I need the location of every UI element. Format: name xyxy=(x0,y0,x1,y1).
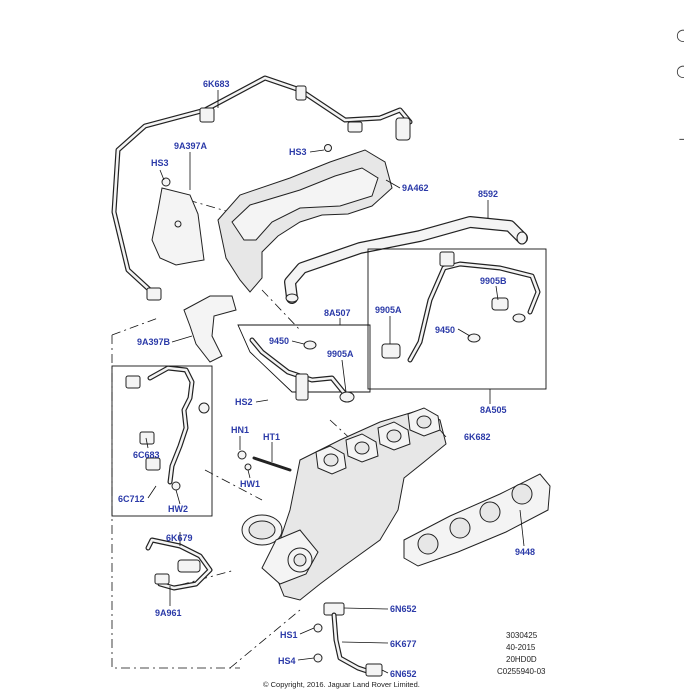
callout-9450-left[interactable]: 9450 xyxy=(269,336,289,346)
turbo-heat-shield-9A462 xyxy=(217,144,393,293)
guide-dashed-b xyxy=(261,289,301,331)
group-outline-dashed xyxy=(111,317,301,669)
turbo-manifold-6K682 xyxy=(241,407,447,601)
coolant-pipe-6K683 xyxy=(111,75,413,301)
callout-9448[interactable]: 9448 xyxy=(515,547,535,557)
callout-6K679[interactable]: 6K679 xyxy=(166,533,193,543)
callout-HN1[interactable]: HN1 xyxy=(231,425,249,435)
oil-pipe-8A507 xyxy=(249,337,355,403)
guide-dashed-c xyxy=(204,469,263,501)
callout-6C712[interactable]: 6C712 xyxy=(118,494,145,504)
right-edge-controls: ○ ○ ⊤ xyxy=(676,25,684,154)
callout-HT1[interactable]: HT1 xyxy=(263,432,280,442)
oil-feed-pipe-6C683 xyxy=(125,365,210,491)
callout-9A397B[interactable]: 9A397B xyxy=(137,337,171,347)
bracket-9A397B xyxy=(183,295,237,363)
callout-HS1[interactable]: HS1 xyxy=(280,630,298,640)
callout-8A507[interactable]: 8A507 xyxy=(324,308,351,318)
washer-HW1 xyxy=(244,463,252,471)
callout-9A961[interactable]: 9A961 xyxy=(155,608,182,618)
callout-HS4[interactable]: HS4 xyxy=(278,656,296,666)
callout-HW1[interactable]: HW1 xyxy=(240,479,260,489)
callout-9905B[interactable]: 9905B xyxy=(480,276,507,286)
callout-9450-right[interactable]: 9450 xyxy=(435,325,455,335)
info-line-3: 20HD0D xyxy=(506,655,537,664)
callout-HS2[interactable]: HS2 xyxy=(235,397,253,407)
box-8A505 xyxy=(367,248,547,390)
oil-pipe-8A505 xyxy=(381,251,541,363)
callout-6K677[interactable]: 6K677 xyxy=(390,639,417,649)
coolant-hose-6K679 xyxy=(145,537,213,591)
cross-icon[interactable]: ⊤ xyxy=(678,135,684,154)
gasket-9448 xyxy=(403,473,551,567)
callout-8592[interactable]: 8592 xyxy=(478,189,498,199)
circle-icon[interactable]: ○ xyxy=(676,61,684,80)
oil-return-pipe-6K677 xyxy=(313,602,383,677)
info-line-4: C0255940-03 xyxy=(497,667,546,676)
callout-9905A-right[interactable]: 9905A xyxy=(375,305,402,315)
callout-HS3-left[interactable]: HS3 xyxy=(151,158,169,168)
stud-HT1 xyxy=(252,456,292,472)
callout-labels: 6K683 9A397A HS3 HS3 9A462 8592 8A507 94… xyxy=(118,79,535,679)
copyright-notice: © Copyright, 2016. Jaguar Land Rover Lim… xyxy=(263,680,420,689)
info-line-2: 40-2015 xyxy=(506,643,536,652)
leader-lines xyxy=(145,90,525,674)
box-8A507 xyxy=(237,324,371,393)
callout-HW2[interactable]: HW2 xyxy=(168,504,188,514)
bolt-HS3-a xyxy=(161,177,171,187)
callout-HS3-top[interactable]: HS3 xyxy=(289,147,307,157)
callout-8A505[interactable]: 8A505 xyxy=(480,405,507,415)
callout-6N652-bottom[interactable]: 6N652 xyxy=(390,669,417,679)
callout-9905A-left[interactable]: 9905A xyxy=(327,349,354,359)
bracket-hole xyxy=(174,220,182,228)
callout-9A397A[interactable]: 9A397A xyxy=(174,141,208,151)
info-block: 3030425 40-2015 20HD0D C0255940-03 xyxy=(497,631,546,676)
circle-icon[interactable]: ○ xyxy=(676,25,684,44)
callout-6K683[interactable]: 6K683 xyxy=(203,79,230,89)
callout-6K682[interactable]: 6K682 xyxy=(464,432,491,442)
hose-8592 xyxy=(284,216,528,304)
info-line-1: 3030425 xyxy=(506,631,538,640)
callout-9A462[interactable]: 9A462 xyxy=(402,183,429,193)
nut-HN1 xyxy=(237,450,247,460)
callout-6N652-top[interactable]: 6N652 xyxy=(390,604,417,614)
callout-6C683[interactable]: 6C683 xyxy=(133,450,160,460)
box-6C712 xyxy=(111,365,213,517)
